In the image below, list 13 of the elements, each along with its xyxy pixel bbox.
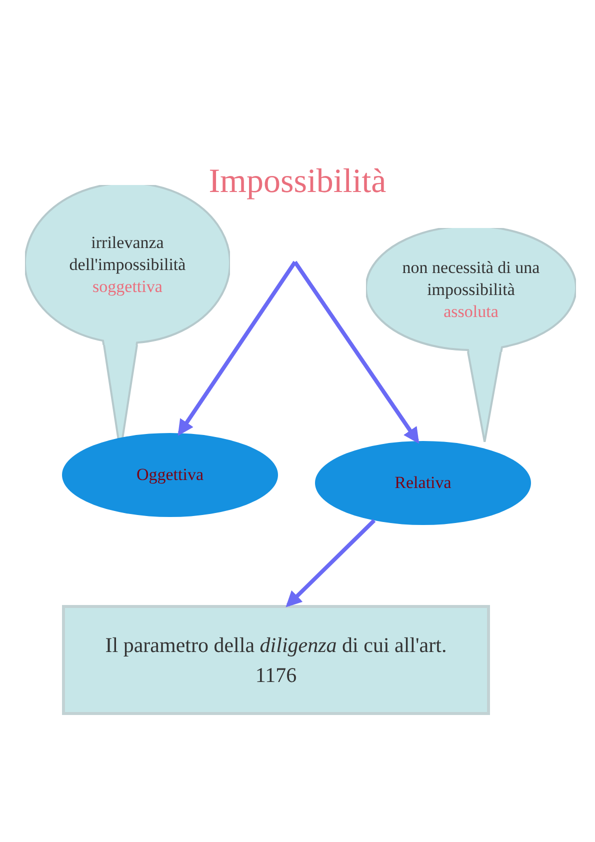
highlighted-word: soggettiva (92, 276, 162, 298)
bubble-text: non necessità di una impossibilità (401, 256, 541, 301)
speech-bubble (366, 228, 576, 352)
arrow (293, 260, 420, 444)
ellipse-label: Oggettiva (136, 464, 204, 486)
arrow (178, 260, 297, 436)
bubble-text: irrilevanza dell'impossibilità (68, 232, 187, 276)
box-text: Il parametro della diligenza di cui all'art. 1176 (105, 632, 447, 689)
ellipse-label: Relativa (394, 472, 452, 494)
highlighted-word: assoluta (444, 301, 498, 324)
text-box (62, 605, 490, 715)
arrow (286, 519, 376, 608)
title: Impossibilità (208, 162, 388, 202)
